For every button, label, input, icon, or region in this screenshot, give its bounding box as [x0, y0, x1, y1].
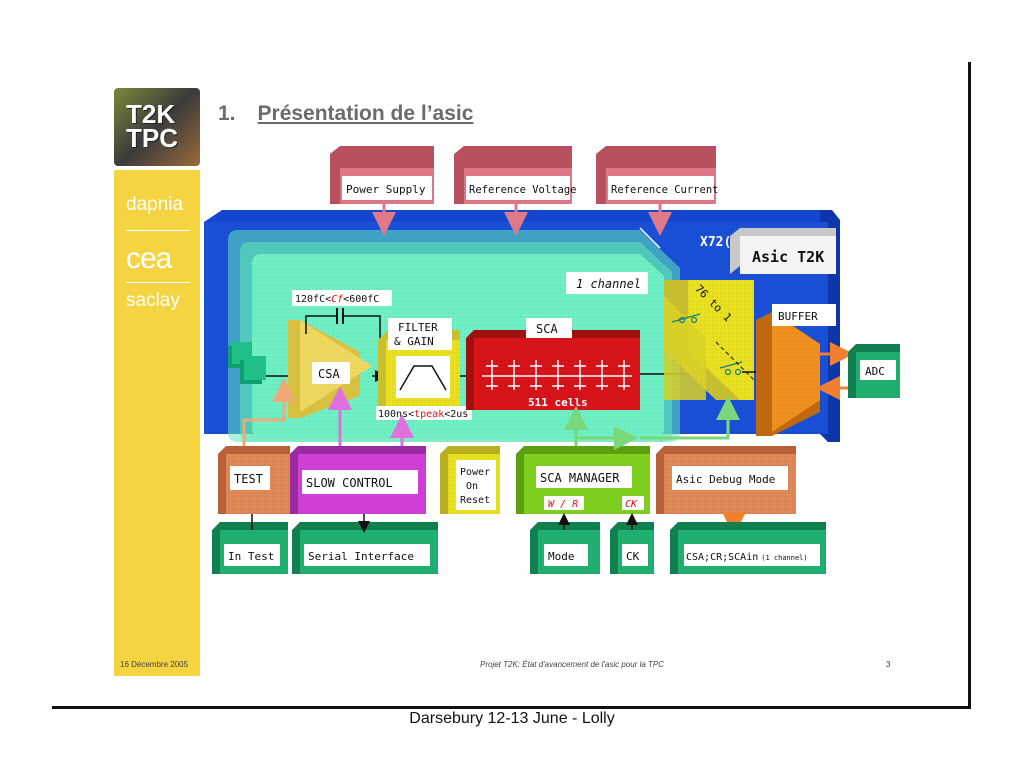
mux-switch-icon-2 — [719, 361, 743, 369]
mode-label: Mode — [548, 550, 575, 563]
peak-label-tpeak: tpeak — [414, 409, 444, 420]
feedback-label-pre: 120fC< — [295, 294, 331, 305]
sca-manager-label: SCA MANAGER — [540, 471, 620, 485]
power-supply-box: Power Supply — [330, 146, 434, 204]
debug-label: Asic Debug Mode — [676, 473, 775, 486]
footer-page-number: 3 — [886, 660, 891, 669]
sidebar-lab1: dapnia — [126, 194, 184, 215]
test-to-input-arrow — [242, 378, 296, 446]
sidebar-lab2: cea — [126, 242, 172, 275]
filter-line2: & GAIN — [394, 335, 434, 348]
input-pads — [228, 342, 266, 384]
sca-manager-to-mux-arrow — [640, 396, 740, 440]
csa-cr-label-main: CSA;CR;SCAin — [686, 552, 758, 563]
slide-title: 1. Présentation de l’asic — [218, 102, 473, 126]
sidebar-band: dapnia cea saclay 16 Décembre 2005 — [114, 170, 200, 676]
buffer-label: BUFFER — [778, 310, 818, 323]
in-test-box: In Test — [212, 522, 288, 574]
buffer-block: BUFFER — [756, 304, 836, 436]
ck-tag-label: CK — [625, 499, 638, 510]
ck-box: CK — [610, 522, 654, 574]
channels-slash — [639, 227, 661, 249]
sca-capacitor-array-icon — [482, 360, 632, 390]
mode-box: Mode — [530, 522, 600, 574]
caption: Darsebury 12-13 June - Lolly — [409, 710, 615, 727]
serial-interface-label: Serial Interface — [308, 550, 414, 563]
test-block: TEST — [218, 446, 290, 514]
csa-cr-scain-box: CSA;CR;SCAin(1 channel) — [670, 522, 826, 574]
title-text: Présentation de l’asic — [257, 102, 474, 125]
power-supply-label: Power Supply — [346, 183, 426, 196]
sidebar-divider-1 — [126, 230, 190, 231]
sca-cells-label: 511 cells — [528, 396, 588, 409]
peak-label: 100ns<tpeak<2us — [378, 409, 468, 420]
csa-label: CSA — [318, 367, 340, 381]
sidebar-divider-2 — [126, 282, 190, 283]
sca-label: SCA — [536, 322, 558, 336]
feedback-tag — [292, 290, 392, 306]
filter-gain-block: FILTER & GAIN — [378, 318, 460, 406]
slow-control-block: SLOW CONTROL — [290, 446, 426, 514]
csa-cr-label: CSA;CR;SCAin(1 channel) — [686, 552, 808, 563]
power-on-reset-block: Power On Reset — [440, 446, 500, 514]
adc-box: ADC — [848, 344, 900, 398]
filter-line1: FILTER — [398, 321, 438, 334]
feedback-label: 120fC<Cf<600fC — [295, 294, 379, 305]
asic-label: Asic T2K — [752, 248, 824, 266]
mux-switch-icon-1 — [671, 313, 701, 323]
channel-tag: 1 channel — [566, 272, 648, 294]
logo-text: T2K TPC — [126, 99, 178, 153]
test-label: TEST — [234, 472, 263, 486]
asic-tag: Asic T2K — [730, 228, 836, 274]
t2k-logo: T2K TPC — [114, 88, 200, 166]
por-line1: Power — [460, 467, 490, 478]
wr-label: W / R — [548, 499, 578, 510]
ck-label: CK — [626, 550, 640, 563]
reference-current-label: Reference Current — [611, 184, 718, 196]
csa-cr-label-small: (1 channel) — [761, 554, 807, 562]
feedback-label-cf: Cf — [331, 294, 344, 305]
sca-block: SCA 511 cells — [466, 318, 640, 410]
title-number: 1. — [218, 102, 236, 125]
sidebar-lab3: saclay — [126, 290, 180, 311]
channel-label: 1 channel — [576, 277, 641, 291]
peak-label-pre: 100ns< — [378, 409, 414, 420]
reference-current-box: Reference Current — [596, 146, 718, 204]
serial-interface-box: Serial Interface — [292, 522, 438, 574]
por-line3: Reset — [460, 495, 490, 506]
in-test-label: In Test — [228, 550, 274, 563]
adc-label: ADC — [865, 365, 885, 378]
frame-horizontal-line — [52, 706, 971, 709]
sca-manager-block: SCA MANAGER W / R CK — [516, 446, 650, 514]
slow-control-label: SLOW CONTROL — [306, 476, 393, 490]
footer-date: 16 Décembre 2005 — [120, 660, 189, 669]
frame-vertical-line — [968, 62, 971, 708]
mux-block: 76 to 1 — [664, 280, 755, 400]
peak-label-post: <2us — [444, 409, 468, 420]
debug-block: Asic Debug Mode — [656, 446, 796, 514]
reference-voltage-label: Reference Voltage — [469, 184, 576, 196]
feedback-label-post: <600fC — [343, 294, 379, 305]
por-line2: On — [466, 481, 478, 492]
footer-project: Projet T2K: État d'avancement de l'asic … — [480, 660, 665, 669]
filter-shape-icon — [399, 365, 447, 391]
reference-voltage-box: Reference Voltage — [454, 146, 576, 204]
